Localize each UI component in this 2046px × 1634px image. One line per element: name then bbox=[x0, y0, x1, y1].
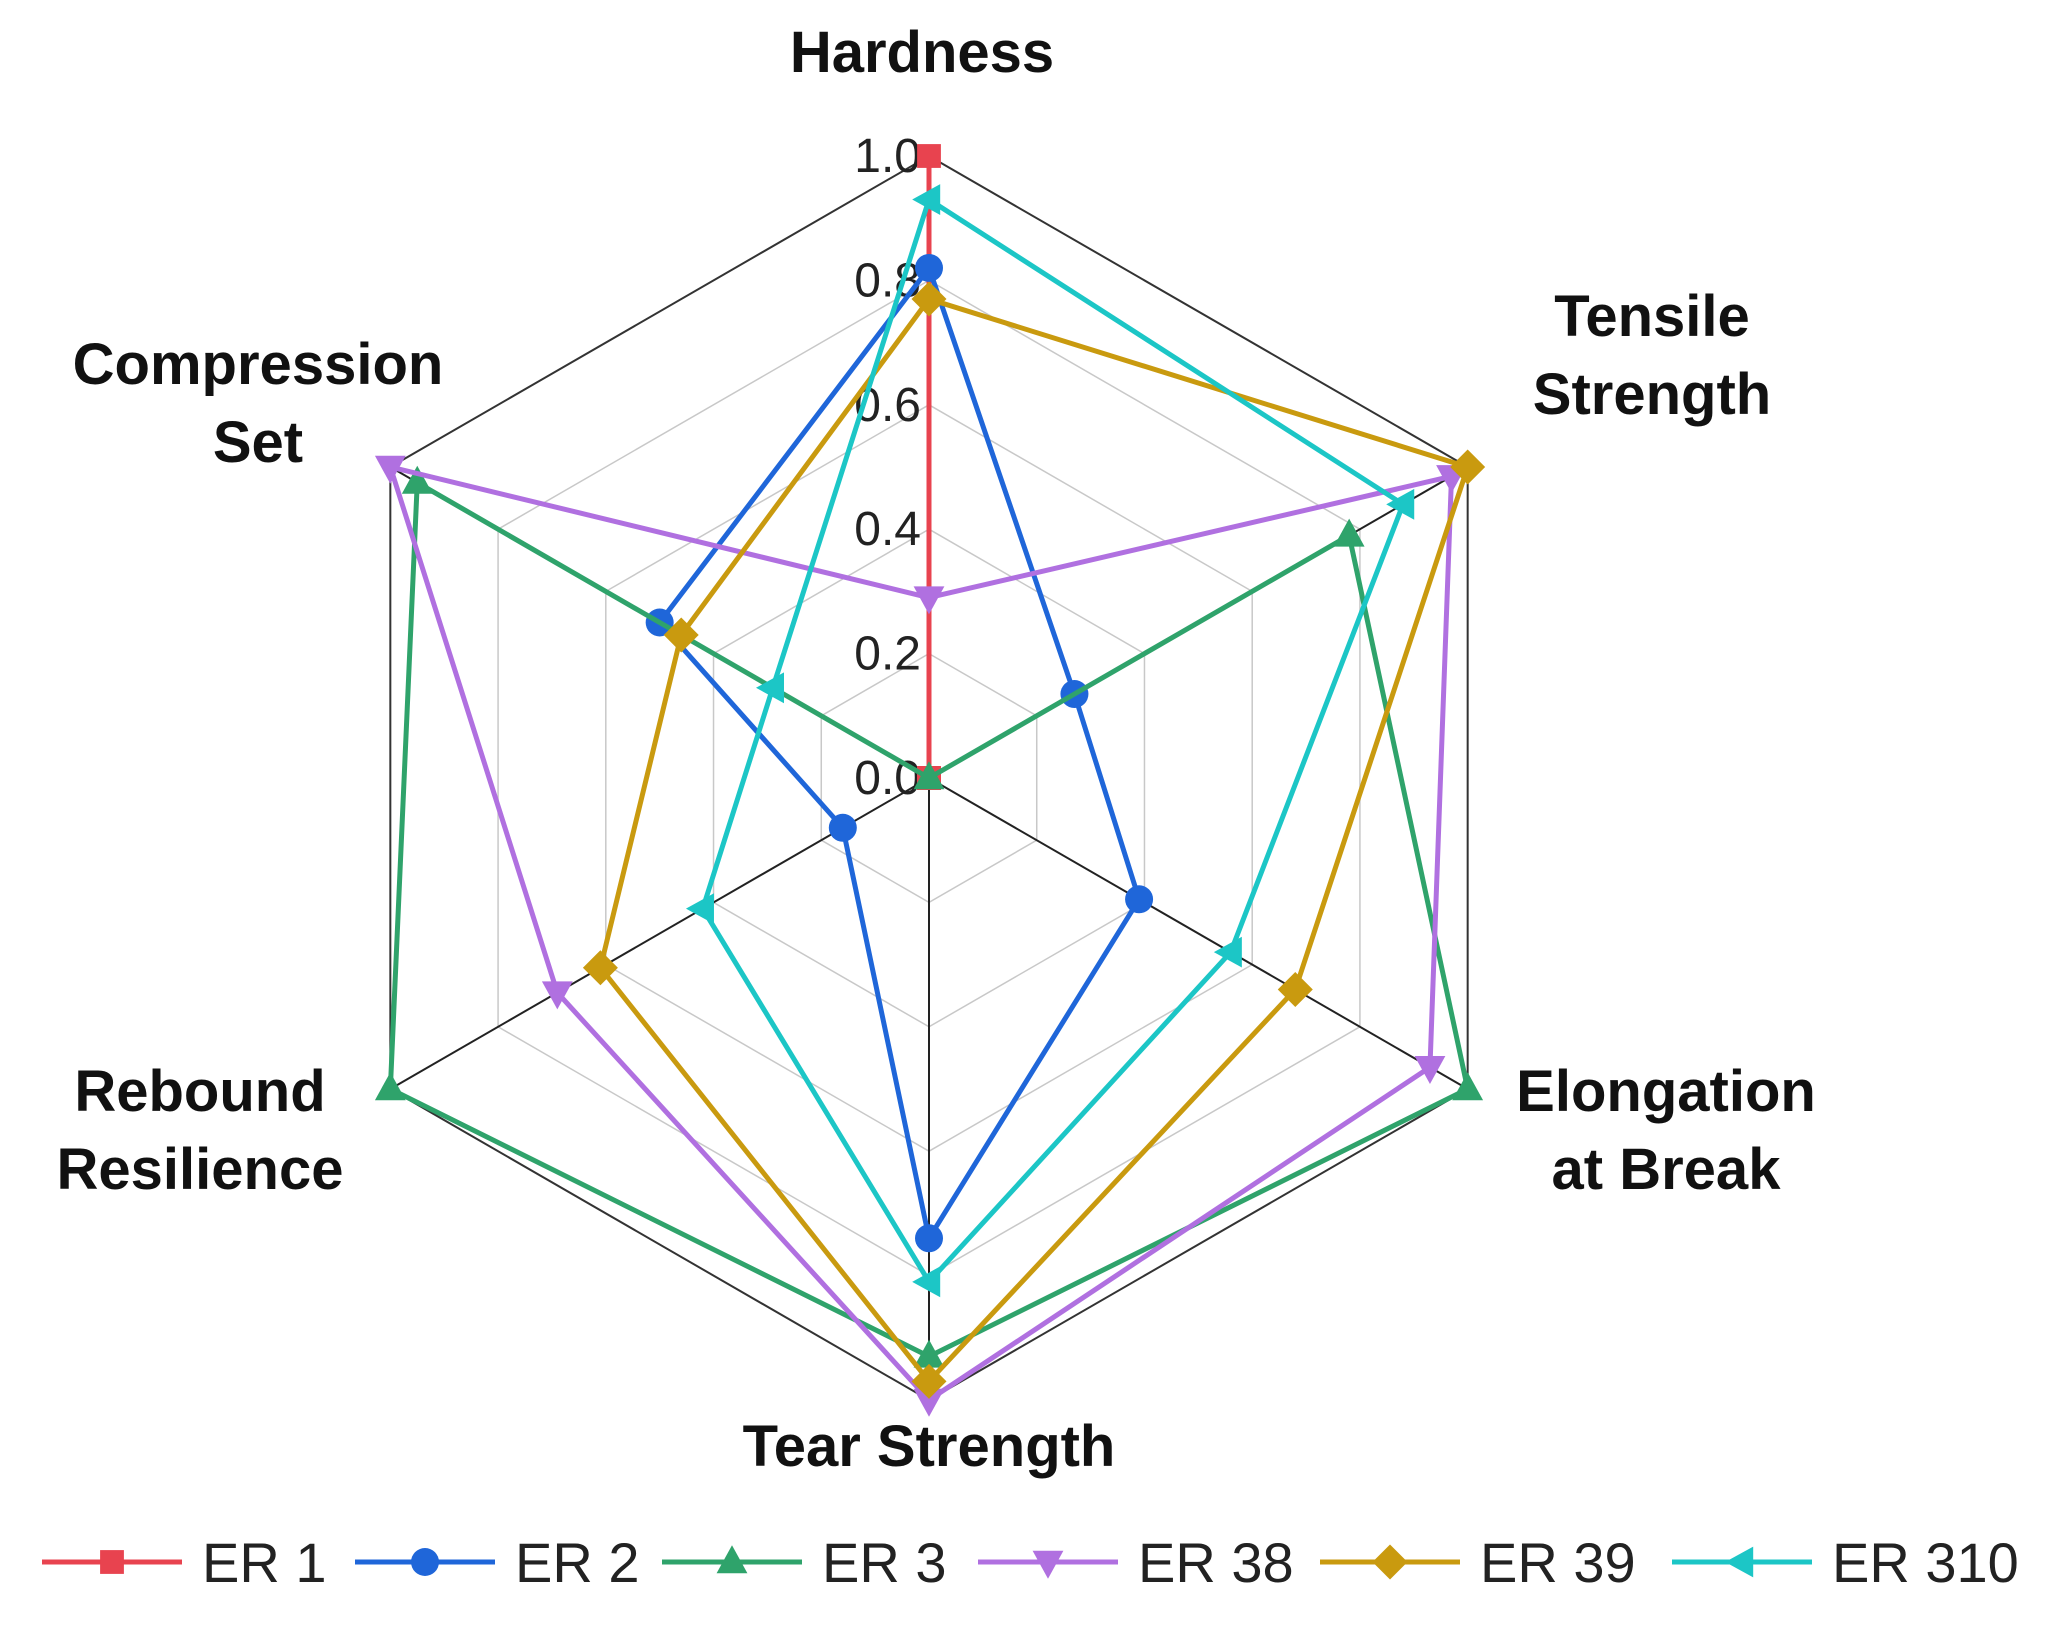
data-point-compression-set bbox=[401, 465, 433, 494]
series-er-310 bbox=[685, 184, 1415, 1298]
axis-title-line: Resilience bbox=[57, 1137, 344, 1202]
data-point-rebound-resilience bbox=[374, 1072, 406, 1101]
axis-title-line: Tear Strength bbox=[743, 1414, 1116, 1479]
legend-item-er-1: ER 1 bbox=[42, 1531, 327, 1594]
legend-item-er-39: ER 39 bbox=[1320, 1531, 1636, 1594]
legend-marker bbox=[411, 1548, 439, 1576]
legend-label: ER 3 bbox=[822, 1531, 947, 1594]
legend-item-er-38: ER 38 bbox=[978, 1531, 1294, 1594]
axis-title-line: Rebound bbox=[74, 1059, 325, 1124]
legend-label: ER 310 bbox=[1832, 1531, 2019, 1594]
data-point-elongation-at-break bbox=[1452, 1072, 1484, 1101]
data-point-rebound-resilience bbox=[541, 981, 573, 1010]
series-group bbox=[374, 144, 1486, 1417]
legend-label: ER 1 bbox=[202, 1531, 327, 1594]
data-point-tensile-strength bbox=[1333, 518, 1365, 547]
data-point-compression-set bbox=[755, 672, 784, 704]
data-point-tensile-strength bbox=[1386, 488, 1415, 520]
data-point-elongation-at-break bbox=[1125, 885, 1154, 914]
series-er-1 bbox=[917, 144, 941, 790]
tick-label: 0.2 bbox=[854, 628, 921, 681]
data-point-rebound-resilience bbox=[828, 813, 857, 842]
data-point-rebound-resilience bbox=[685, 893, 714, 925]
axis-title-line: Set bbox=[213, 410, 303, 475]
legend-label: ER 2 bbox=[515, 1531, 640, 1594]
axis-title-line: Compression bbox=[73, 332, 444, 397]
legend-item-er-2: ER 2 bbox=[355, 1531, 640, 1594]
legend-item-er-310: ER 310 bbox=[1672, 1531, 2019, 1594]
data-point-rebound-resilience bbox=[582, 950, 618, 986]
data-point-tear-strength bbox=[911, 1363, 947, 1399]
data-point-elongation-at-break bbox=[1213, 936, 1242, 968]
axis-title-tear-strength: Tear Strength bbox=[743, 1414, 1116, 1479]
data-point-hardness bbox=[917, 144, 941, 168]
legend-marker bbox=[100, 1550, 124, 1574]
data-point-tear-strength bbox=[913, 1339, 945, 1368]
legend-label: ER 39 bbox=[1480, 1531, 1636, 1594]
legend-label: ER 38 bbox=[1138, 1531, 1294, 1594]
series-er-3 bbox=[374, 465, 1484, 1368]
tick-label: 0.0 bbox=[854, 752, 921, 805]
axis-title-line: Strength bbox=[1533, 362, 1771, 427]
data-point-tear-strength bbox=[915, 1224, 943, 1253]
series-line bbox=[386, 463, 1455, 1404]
legend-marker bbox=[716, 1545, 748, 1574]
data-point-tear-strength bbox=[912, 1266, 941, 1298]
series-line bbox=[700, 195, 1407, 1286]
tick-label: 0.4 bbox=[854, 503, 921, 556]
data-point-elongation-at-break bbox=[1414, 1056, 1446, 1085]
legend: ER 1 ER 2 ER 3 ER 38 ER 39 ER 310 bbox=[42, 1531, 2019, 1594]
series-er-39 bbox=[582, 281, 1486, 1399]
axis-title-line: at Break bbox=[1552, 1137, 1782, 1202]
data-point-hardness bbox=[911, 281, 947, 317]
data-point-hardness bbox=[913, 761, 945, 790]
axis-title-line: Elongation bbox=[1516, 1059, 1816, 1124]
data-point-compression-set bbox=[663, 617, 699, 653]
spoke-elongation-at-break bbox=[928, 777, 1469, 1090]
legend-marker bbox=[1372, 1544, 1408, 1580]
legend-item-er-3: ER 3 bbox=[662, 1531, 947, 1594]
axis-title-line: Hardness bbox=[790, 20, 1054, 85]
data-point-compression-set bbox=[374, 455, 406, 484]
axis-title-hardness: Hardness bbox=[790, 20, 1054, 85]
data-point-elongation-at-break bbox=[1277, 971, 1313, 1007]
data-point-hardness bbox=[915, 253, 943, 282]
radial-tick-labels: 0.00.20.40.60.81.0 bbox=[854, 130, 921, 805]
legend-marker bbox=[1725, 1546, 1754, 1578]
data-point-hardness bbox=[913, 586, 945, 615]
data-point-tensile-strength bbox=[1450, 449, 1486, 485]
tick-label: 1.0 bbox=[854, 130, 921, 183]
legend-marker bbox=[1032, 1550, 1064, 1579]
axis-title-line: Tensile bbox=[1554, 284, 1750, 349]
data-point-hardness bbox=[912, 184, 941, 215]
axis-title-elongation-at-break: Elongation at Break bbox=[1516, 1059, 1816, 1202]
data-point-tear-strength bbox=[913, 1388, 945, 1417]
